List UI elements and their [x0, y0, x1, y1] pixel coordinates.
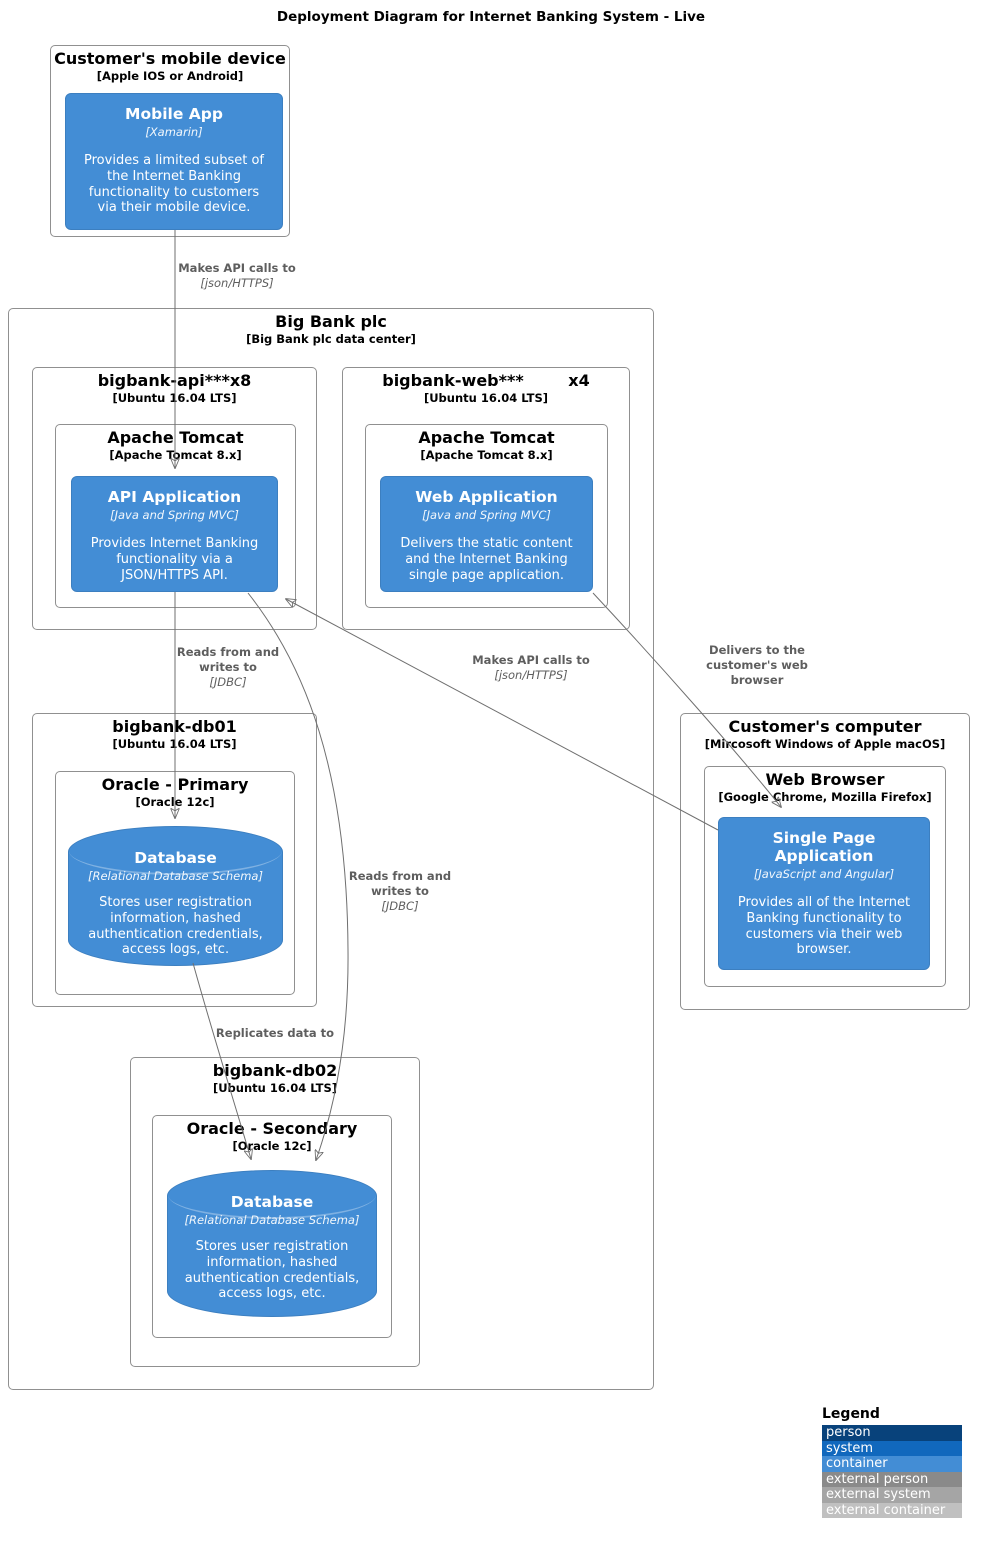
node-title: Web Browser [765, 770, 885, 789]
container-tech: [Relational Database Schema] [88, 869, 263, 883]
container-api-application: API Application [Java and Spring MVC] Pr… [71, 476, 278, 592]
edge-label-web-to-spa: Delivers to the customer's web browser [706, 643, 808, 688]
node-subtitle: [Ubuntu 16.04 LTS] [112, 737, 237, 751]
container-desc: Stores user registration information, ha… [184, 1239, 360, 1302]
legend-title: Legend [822, 1406, 880, 1422]
legend-item-label: external container [826, 1502, 946, 1518]
edge-label-text: Replicates data to [215, 1026, 335, 1040]
container-tech: [Xamarin] [145, 125, 203, 139]
edge-tech-text: [JDBC] [209, 675, 247, 689]
container-title: API Application [107, 488, 242, 506]
legend-item-external-person: external person [822, 1471, 962, 1487]
legend-item-container: container [822, 1456, 962, 1472]
container-desc: Delivers the static content and the Inte… [400, 536, 573, 583]
node-subtitle: [Oracle 12c] [232, 1139, 312, 1153]
database-cylinder-secondary: Database [Relational Database Schema] St… [167, 1170, 377, 1317]
edge-tech-text: [json/HTTPS] [494, 668, 568, 682]
legend-item-label: person [826, 1425, 871, 1440]
edge-tech-text: [json/HTTPS] [200, 276, 274, 290]
node-subtitle: [Google Chrome, Mozilla Firefox] [718, 790, 932, 804]
edge-label-text: Delivers to the customer's web browser [706, 643, 808, 687]
legend-item-system: system [822, 1440, 962, 1456]
node-title: Apache Tomcat [418, 428, 555, 447]
legend-item-external-system: external system [822, 1487, 962, 1503]
diagram-title: Deployment Diagram for Internet Banking … [276, 9, 706, 25]
edge-label-text: Reads from and writes to [348, 869, 452, 898]
edge-label-api-to-db1: Reads from and writes to [JDBC] [177, 645, 279, 689]
node-title: Oracle - Secondary [186, 1119, 358, 1138]
node-title: Big Bank plc [275, 312, 387, 331]
container-tech: [Java and Spring MVC] [422, 508, 551, 522]
legend-item-external-container: external container [822, 1502, 962, 1518]
container-title: Web Application [415, 488, 558, 506]
edge-label-api-to-db2: Reads from and writes to [JDBC] [349, 869, 451, 913]
container-mobile-app: Mobile App [Xamarin] Provides a limited … [65, 93, 283, 230]
container-desc: Provides a limited subset of the Interne… [84, 153, 264, 216]
legend-item-person: person [822, 1425, 962, 1441]
node-title: bigbank-api***x8 [97, 371, 252, 390]
edge-label-text: Makes API calls to [178, 261, 296, 275]
legend-item-label: external person [826, 1471, 929, 1487]
node-title: Apache Tomcat [107, 428, 244, 447]
container-tech: [Relational Database Schema] [184, 1213, 360, 1227]
container-tech: [Java and Spring MVC] [110, 508, 239, 522]
node-subtitle: [Ubuntu 16.04 LTS] [212, 1081, 338, 1095]
node-subtitle: [Apple IOS or Android] [96, 69, 244, 83]
container-single-page-application: Single Page Application [JavaScript and … [718, 817, 930, 970]
node-subtitle: [Oracle 12c] [135, 795, 215, 809]
node-subtitle: [Apache Tomcat 8.x] [420, 448, 553, 462]
node-title: Customer's computer [728, 717, 922, 736]
container-title: Database [134, 849, 217, 867]
container-title: Database [230, 1193, 314, 1211]
legend-item-label: external system [826, 1487, 931, 1502]
edge-label-mobile-to-api: Makes API calls to [json/HTTPS] [178, 261, 296, 290]
legend-item-label: container [826, 1456, 888, 1471]
node-subtitle: [Ubuntu 16.04 LTS] [423, 391, 549, 405]
node-title: bigbank-web*** x4 [382, 371, 590, 390]
node-title: bigbank-db01 [112, 717, 237, 736]
container-web-application: Web Application [Java and Spring MVC] De… [380, 476, 593, 592]
legend: Legend person system container external … [822, 1406, 962, 1518]
edge-label-text: Makes API calls to [472, 653, 590, 667]
legend-item-label: system [826, 1440, 873, 1456]
container-title: Mobile App [125, 105, 223, 123]
node-title: Oracle - Primary [101, 775, 249, 794]
container-title: Single Page Application [772, 829, 876, 865]
node-subtitle: [Big Bank plc data center] [246, 332, 416, 346]
node-subtitle: [Mircosoft Windows of Apple macOS] [704, 737, 946, 751]
edge-label-text: Reads from and writes to [176, 645, 280, 674]
edge-tech-text: [JDBC] [381, 899, 419, 913]
node-subtitle: [Ubuntu 16.04 LTS] [112, 391, 237, 405]
container-desc: Provides Internet Banking functionality … [90, 536, 259, 583]
node-title: bigbank-db02 [212, 1061, 338, 1080]
container-desc: Stores user registration information, ha… [88, 895, 263, 958]
node-title: Customer's mobile device [54, 49, 286, 68]
edge-label-db1-to-db2: Replicates data to [216, 1026, 334, 1041]
database-cylinder-primary: Database [Relational Database Schema] St… [68, 826, 283, 966]
edge-label-spa-to-api: Makes API calls to [json/HTTPS] [472, 653, 590, 682]
container-tech: [JavaScript and Angular] [753, 867, 895, 881]
container-desc: Provides all of the Internet Banking fun… [737, 895, 911, 958]
node-subtitle: [Apache Tomcat 8.x] [109, 448, 242, 462]
